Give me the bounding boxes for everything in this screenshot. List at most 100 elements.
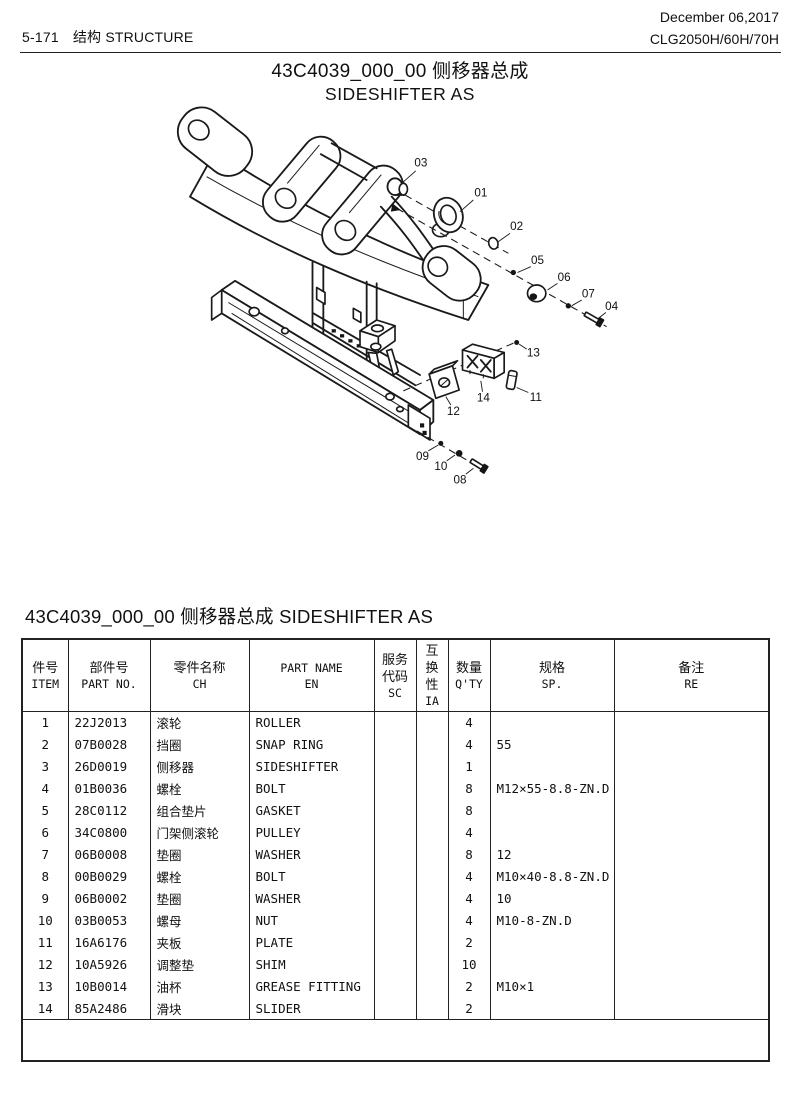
callout-12: 12 bbox=[447, 405, 460, 418]
col-header-name-en: PART NAME EN bbox=[248, 639, 374, 712]
assembly-title-cn: 43C4039_000_00 侧移器总成 bbox=[271, 61, 529, 82]
table-section-title: 43C4039_000_00 侧移器总成 SIDESHIFTER AS bbox=[25, 606, 434, 627]
cell-qty: 8 bbox=[447, 777, 490, 800]
cell-item: 2 bbox=[41, 737, 50, 752]
col-header-part-no: 部件号 PART NO. bbox=[67, 639, 150, 712]
cell-name_en: SHIM bbox=[248, 953, 374, 976]
cell-name_cn: 侧移器 bbox=[149, 755, 249, 778]
frame-right-hook bbox=[421, 245, 482, 302]
cell-re bbox=[613, 931, 769, 954]
cell-name_en: WASHER bbox=[248, 887, 374, 910]
exploded-diagram: 01 02 03 04 05 06 07 08 09 10 11 12 13 1… bbox=[176, 106, 619, 486]
cell-part_no: 16A6176 bbox=[67, 931, 150, 954]
cell-qty: 4 bbox=[447, 711, 490, 734]
cell-item: 11 bbox=[37, 935, 53, 950]
cell-item: 7 bbox=[41, 847, 50, 862]
cell-name_en: SNAP RING bbox=[248, 733, 374, 756]
cell-re bbox=[613, 821, 769, 844]
callout-03: 03 bbox=[414, 157, 427, 170]
callout-09: 09 bbox=[416, 450, 429, 463]
cell-re bbox=[613, 887, 769, 910]
cell-part_no: 85A2486 bbox=[67, 997, 150, 1020]
section-name-en: STRUCTURE bbox=[105, 29, 194, 45]
part-washer-09 bbox=[438, 440, 444, 446]
cell-sp bbox=[489, 997, 614, 1020]
cell-name_cn: 垫圈 bbox=[149, 843, 249, 866]
cell-sp: M10×40-8.8-ZN.D bbox=[489, 865, 614, 888]
cell-qty: 4 bbox=[447, 733, 490, 756]
cell-sc bbox=[373, 711, 416, 734]
cell-re bbox=[613, 755, 769, 778]
col-header-service-code: 服务 代码 SC bbox=[373, 639, 416, 712]
cell-ia bbox=[415, 799, 448, 822]
cell-name_cn: 滑块 bbox=[149, 997, 249, 1020]
cell-sc bbox=[373, 777, 416, 800]
cell-sp: 12 bbox=[489, 843, 614, 866]
cell-qty: 4 bbox=[447, 865, 490, 888]
cell-re bbox=[613, 909, 769, 932]
callout-10: 10 bbox=[434, 460, 447, 473]
cell-ia bbox=[415, 997, 448, 1020]
cell-part_no: 00B0029 bbox=[67, 865, 150, 888]
callout-11: 11 bbox=[530, 391, 542, 404]
cell-name_en: BOLT bbox=[248, 777, 374, 800]
cell-sc bbox=[373, 953, 416, 976]
publish-date: December 06,2017 bbox=[659, 9, 779, 25]
cell-ia bbox=[415, 975, 448, 998]
cell-ia bbox=[415, 843, 448, 866]
cell-sc bbox=[373, 821, 416, 844]
cell-sc bbox=[373, 755, 416, 778]
cell-name_cn: 滚轮 bbox=[149, 711, 249, 734]
cell-name_en: BOLT bbox=[248, 865, 374, 888]
parts-table-header-row: 件号 ITEM 部件号 PART NO. 零件名称 CH PART NAME E… bbox=[22, 639, 769, 712]
cell-sp bbox=[489, 799, 614, 822]
cell-part_no: 06B0002 bbox=[67, 887, 150, 910]
callout-02: 02 bbox=[510, 220, 523, 233]
cell-name_en: PLATE bbox=[248, 931, 374, 954]
cell-re bbox=[613, 777, 769, 800]
part-plate-14 bbox=[461, 343, 506, 380]
cell-qty: 10 bbox=[447, 953, 490, 976]
cell-sp: 55 bbox=[489, 733, 614, 756]
assembly-title-en: SIDESHIFTER AS bbox=[325, 84, 475, 104]
cell-sp bbox=[489, 711, 614, 734]
cell-sp: M10×1 bbox=[489, 975, 614, 998]
cell-item: 10 bbox=[37, 913, 53, 928]
cell-part_no: 34C0800 bbox=[67, 821, 150, 844]
cell-item: 8 bbox=[41, 869, 50, 884]
cell-item: 13 bbox=[37, 979, 53, 994]
cell-sc bbox=[373, 909, 416, 932]
cell-ia bbox=[415, 887, 448, 910]
cell-re bbox=[613, 733, 769, 756]
cell-name_en: ROLLER bbox=[248, 711, 374, 734]
col-header-remark: 备注 RE bbox=[613, 639, 769, 712]
cell-item: 12 bbox=[37, 957, 53, 972]
cell-sc bbox=[373, 843, 416, 866]
cell-sp bbox=[489, 953, 614, 976]
cell-ia bbox=[415, 733, 448, 756]
cell-part_no: 26D0019 bbox=[67, 755, 150, 778]
cell-name_en: NUT bbox=[248, 909, 374, 932]
cell-name_en: GASKET bbox=[248, 799, 374, 822]
col-header-qty: 数量 Q'TY bbox=[447, 639, 490, 712]
part-bolt-08 bbox=[469, 458, 489, 474]
cell-ia bbox=[415, 711, 448, 734]
cell-part_no: 06B0008 bbox=[67, 843, 150, 866]
cell-re bbox=[613, 997, 769, 1020]
parts-table: 件号 ITEM 部件号 PART NO. 零件名称 CH PART NAME E… bbox=[21, 638, 770, 1062]
cell-name_en: GREASE FITTING bbox=[248, 975, 374, 998]
cell-re bbox=[613, 953, 769, 976]
cell-part_no: 22J2013 bbox=[67, 711, 150, 734]
section-name-cn: 结构 bbox=[72, 29, 102, 45]
cell-name_cn: 垫圈 bbox=[149, 887, 249, 910]
frame-posts bbox=[311, 261, 421, 386]
cell-re bbox=[613, 799, 769, 822]
callout-08: 08 bbox=[454, 473, 467, 486]
page-header-right: December 06,2017 CLG2050H/60H/70H bbox=[650, 6, 779, 50]
cell-ia bbox=[415, 755, 448, 778]
